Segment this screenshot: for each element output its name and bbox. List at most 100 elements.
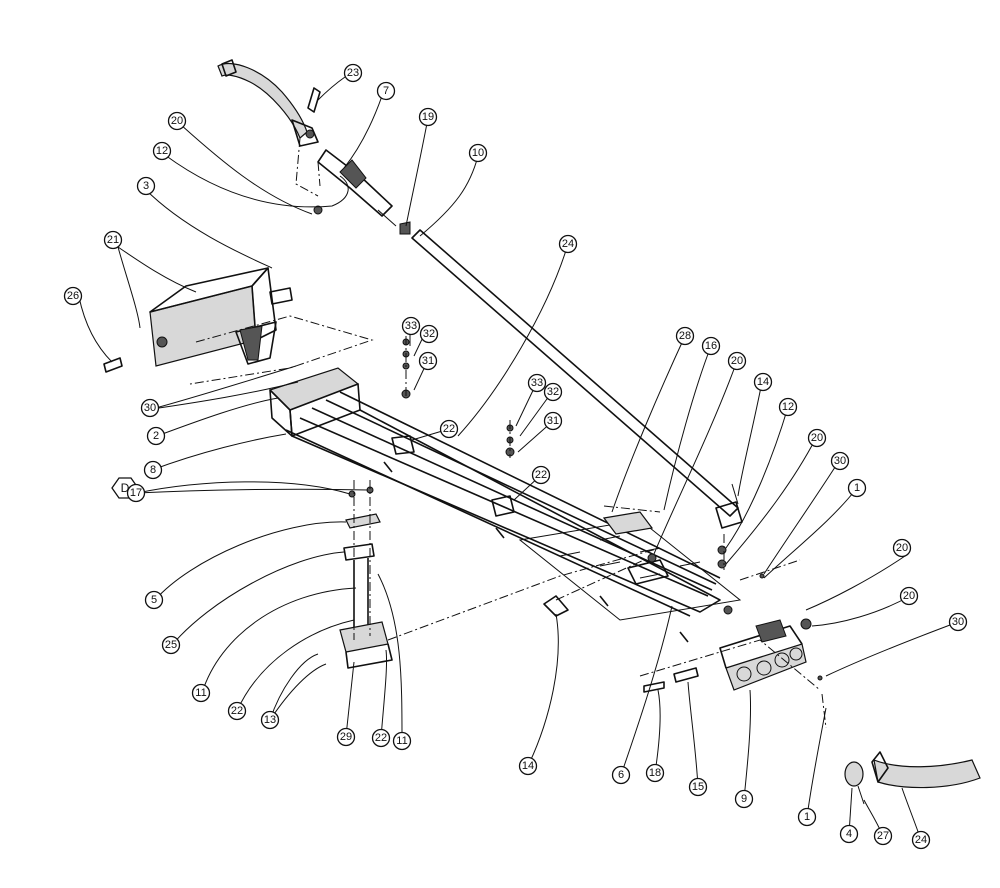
callout-label: 24 — [562, 238, 574, 250]
callout-label: 8 — [150, 464, 156, 476]
callout-circle — [63, 286, 83, 306]
callout-label: 31 — [422, 355, 434, 367]
callout-circle — [727, 351, 747, 371]
callout-20: 20 — [892, 538, 912, 558]
callout-label: 30 — [952, 616, 964, 628]
callout-label: 20 — [896, 542, 908, 554]
callout-label: 32 — [547, 386, 559, 398]
callout-circle — [807, 428, 827, 448]
callout-label: 1 — [804, 811, 810, 823]
callout-circle — [143, 460, 163, 480]
callout-circle — [136, 176, 156, 196]
callout-label: 32 — [423, 328, 435, 340]
callout-11: 11 — [392, 731, 412, 751]
callout-1: 1 — [847, 478, 867, 498]
callout-14: 14 — [753, 372, 773, 392]
callout-circle — [336, 727, 356, 747]
callout-30: 30 — [830, 451, 850, 471]
callout-label: 23 — [347, 67, 359, 79]
callout-label: 15 — [692, 781, 704, 793]
callout-9: 9 — [734, 789, 754, 809]
callout-circle — [401, 316, 421, 336]
callout-label: 17 — [130, 487, 142, 499]
callout-circle — [161, 635, 181, 655]
callout-27: 27 — [873, 826, 893, 846]
callout-label: 10 — [472, 147, 484, 159]
callout-30: 30 — [948, 612, 968, 632]
callout-3: 3 — [136, 176, 156, 196]
callout-2: 2 — [146, 426, 166, 446]
callout-22: 22 — [439, 419, 459, 439]
callout-circle — [797, 807, 817, 827]
callout-label: 22 — [231, 705, 243, 717]
callout-label: 30 — [144, 402, 156, 414]
cap-and-grip — [844, 751, 981, 805]
callout-22: 22 — [531, 465, 551, 485]
callout-5: 5 — [144, 590, 164, 610]
callout-circle — [701, 336, 721, 356]
callout-label: 7 — [383, 85, 389, 97]
callout-circle — [778, 397, 798, 417]
callout-22: 22 — [371, 728, 391, 748]
callout-circle — [371, 728, 391, 748]
callout-19: 19 — [418, 107, 438, 127]
assembly-lines — [189, 137, 827, 729]
callout-label: 25 — [165, 639, 177, 651]
callout-circle — [543, 382, 563, 402]
callout-26: 26 — [63, 286, 83, 306]
callout-7: 7 — [376, 81, 396, 101]
callout-32: 32 — [419, 324, 439, 344]
callout-11: 11 — [191, 683, 211, 703]
callout-33: 33 — [401, 316, 421, 336]
callout-label: 21 — [107, 234, 119, 246]
callout-label: 6 — [618, 769, 624, 781]
callout-label: 20 — [171, 115, 183, 127]
callout-label: 29 — [340, 731, 352, 743]
callout-23: 23 — [343, 63, 363, 83]
callout-circle — [911, 830, 931, 850]
callout-circle — [899, 586, 919, 606]
callout-circle — [343, 63, 363, 83]
callout-16: 16 — [701, 336, 721, 356]
callout-circle — [227, 701, 247, 721]
callout-20: 20 — [899, 586, 919, 606]
callout-20: 20 — [807, 428, 827, 448]
callout-13: 13 — [260, 710, 280, 730]
callout-label: 5 — [151, 594, 157, 606]
callout-6: 6 — [611, 765, 631, 785]
callout-circle — [167, 111, 187, 131]
end-bracket — [627, 559, 812, 691]
callout-label: 3 — [143, 180, 149, 192]
callout-28: 28 — [675, 326, 695, 346]
callout-circle — [753, 372, 773, 392]
callout-label: 24 — [915, 834, 927, 846]
callout-label: 27 — [877, 830, 889, 842]
callout-circle — [144, 590, 164, 610]
callout-circle — [948, 612, 968, 632]
callout-circle — [892, 538, 912, 558]
long-rod — [411, 229, 743, 529]
callout-1: 1 — [797, 807, 817, 827]
callout-label: 30 — [834, 455, 846, 467]
callout-8: 8 — [143, 460, 163, 480]
callout-circle — [518, 756, 538, 776]
callout-20: 20 — [727, 351, 747, 371]
leader-lines — [78, 76, 959, 841]
callout-25: 25 — [161, 635, 181, 655]
callout-14: 14 — [518, 756, 538, 776]
callout-label: 18 — [649, 767, 661, 779]
callout-label: 28 — [679, 330, 691, 342]
callout-label: 16 — [705, 340, 717, 352]
callout-circle — [140, 398, 160, 418]
callout-label: 20 — [811, 432, 823, 444]
callout-label: 2 — [153, 430, 159, 442]
callout-15: 15 — [688, 777, 708, 797]
callout-32: 32 — [543, 382, 563, 402]
callout-20: 20 — [167, 111, 187, 131]
callout-24: 24 — [911, 830, 931, 850]
callout-30: 30 — [140, 398, 160, 418]
callout-22: 22 — [227, 701, 247, 721]
callout-circle — [419, 324, 439, 344]
callout-circle — [392, 731, 412, 751]
